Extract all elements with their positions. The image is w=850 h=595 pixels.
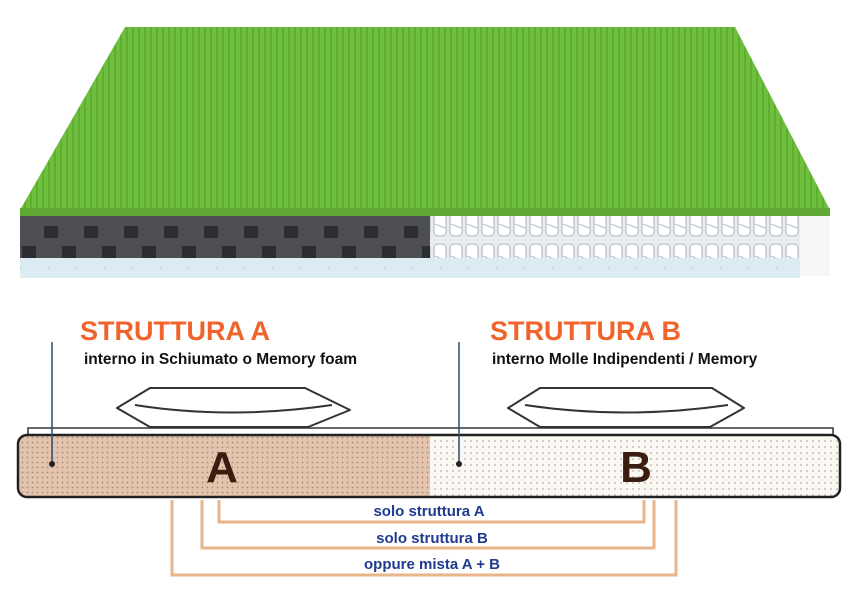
mattress-cross-section xyxy=(16,433,842,499)
zone-a-fill xyxy=(18,435,430,497)
option-solo-a: solo struttura A xyxy=(373,503,484,520)
option-brackets xyxy=(170,500,678,577)
structure-b-description: interno Molle Indipendenti / Memory xyxy=(492,351,758,368)
pillow-right xyxy=(507,387,745,428)
bracket-solo-b xyxy=(200,500,656,550)
mattress-top-edge xyxy=(20,208,830,216)
mattress-top-cover xyxy=(20,27,830,210)
mattress-base-layer xyxy=(20,258,800,278)
bracket-solo-a xyxy=(217,500,646,524)
option-mista: oppure mista A + B xyxy=(364,556,500,573)
structure-a-title: STRUTTURA A xyxy=(80,316,270,346)
zone-a-letter: A xyxy=(206,443,238,492)
mattress-end-panel xyxy=(800,216,830,276)
structure-b-title: STRUTTURA B xyxy=(490,316,681,346)
option-solo-b: solo struttura B xyxy=(376,530,488,547)
zone-b-letter: B xyxy=(620,443,652,492)
foam-core-section xyxy=(20,216,430,260)
pillow-left xyxy=(116,387,351,428)
bracket-mista xyxy=(170,500,678,577)
structure-a-description: interno in Schiumato o Memory foam xyxy=(84,351,357,368)
spring-core-section xyxy=(430,216,800,260)
mattress-photo xyxy=(20,27,830,278)
